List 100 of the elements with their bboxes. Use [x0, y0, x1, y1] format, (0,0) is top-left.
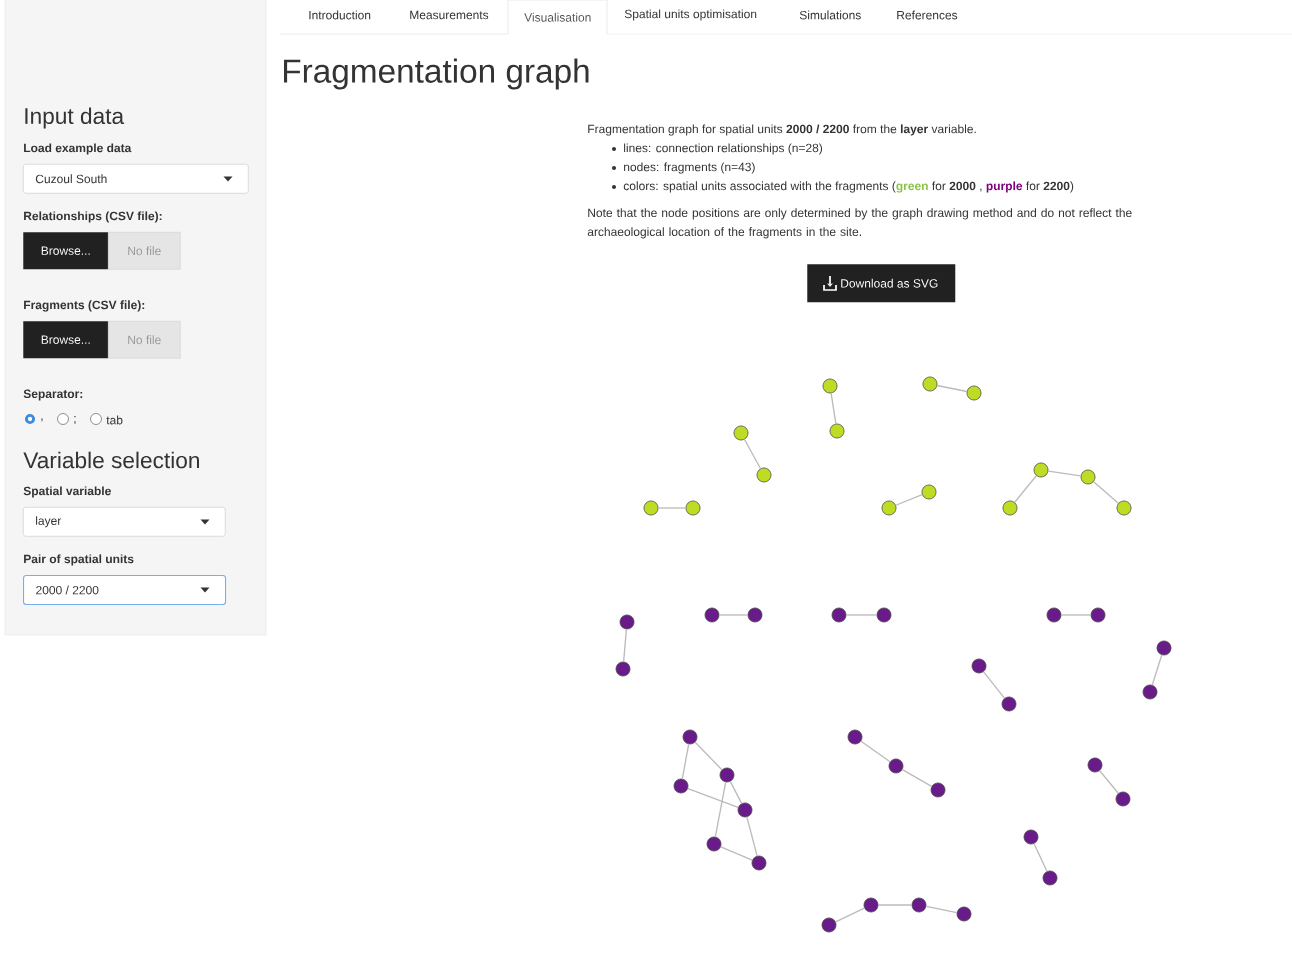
label: purple: [986, 181, 1023, 193]
connection-line: [936, 384, 968, 393]
fragment-node: [863, 897, 879, 913]
field-label: Fragments (CSV file):: [24, 300, 145, 312]
radio-label: ,: [41, 418, 43, 422]
fragment-node: [881, 500, 897, 516]
connection-line: [718, 614, 749, 616]
fragment-node: [1156, 640, 1172, 656]
tab-link: References: [897, 10, 958, 20]
fragment-node: [747, 607, 763, 623]
file-name-field: No file: [108, 232, 181, 270]
fragment-node: [966, 385, 982, 401]
fragment-node: [673, 778, 689, 794]
fragment-node: [737, 802, 753, 818]
field-label: Separator:: [23, 389, 83, 401]
label: green: [896, 183, 928, 193]
connection-line: [835, 907, 865, 923]
fragment-node: [847, 729, 863, 745]
fragment-node: [1090, 607, 1106, 623]
label: colors: spatial units associated with the fragments (: [623, 181, 896, 193]
tab-link: Spatial units optimisation: [624, 9, 757, 21]
bullet-item: lines: connection relationships (n=28): [624, 143, 823, 155]
connection-line: [877, 904, 913, 906]
field-label: Relationships (CSV file):: [24, 211, 162, 223]
fragment-node: [685, 500, 701, 516]
connection-line: [901, 769, 933, 787]
connection-line: [845, 614, 878, 616]
section-heading: Input data: [25, 107, 125, 129]
fragment-node: [1023, 829, 1039, 845]
note-text: Note that the node positions are only determined by the graph drawing method and do not reflect the archaeological location of the fragments in the site.: [587, 208, 1132, 239]
connection-line: [925, 905, 958, 914]
fragment-node: [719, 767, 735, 783]
connection-line: [982, 671, 1006, 699]
fragment-node: [1080, 469, 1096, 485]
fragment-node: [829, 423, 845, 439]
connection-line: [657, 507, 687, 509]
connection-line: [714, 781, 727, 838]
connection-line: [687, 787, 739, 809]
file-name-field: No file: [108, 321, 181, 359]
tab-link: Measurements: [410, 10, 489, 20]
fragment-node: [876, 607, 892, 623]
connection-line: [622, 628, 628, 663]
fragment-node: [1001, 696, 1017, 712]
fragment-node: [921, 484, 937, 500]
fragment-node: [1116, 500, 1132, 516]
fragment-node: [911, 897, 927, 913]
dropdown-menu: Cuzoul South: [23, 164, 249, 194]
browse-button: Browse...: [23, 321, 109, 359]
fragment-node: [1142, 684, 1158, 700]
fragment-node: [706, 836, 722, 852]
field-label: Pair of spatial units: [24, 554, 134, 566]
fragment-node: [615, 661, 631, 677]
fragment-node: [643, 500, 659, 516]
fragment-node: [1002, 500, 1018, 516]
fragment-node: [756, 467, 772, 483]
fragment-node: [682, 729, 698, 745]
connection-line: [1060, 614, 1092, 616]
connection-line: [743, 438, 762, 470]
bullet-item: nodes: fragments (n=43): [624, 162, 755, 174]
download-button: Download as SVG: [807, 264, 956, 303]
connection-line: [1033, 843, 1048, 872]
dropdown-menu: layer: [23, 507, 226, 537]
fragment-node: [704, 607, 720, 623]
fragment-node: [822, 378, 838, 394]
radio-label: ;: [74, 416, 76, 424]
connection-line: [1014, 475, 1037, 503]
connection-line: [1092, 481, 1120, 504]
fragment-node: [751, 855, 767, 871]
fragment-node: [831, 607, 847, 623]
connection-line: [729, 780, 743, 805]
fragment-node: [888, 758, 904, 774]
label: for 2000 ,: [932, 181, 982, 192]
label: for 2200): [1026, 181, 1074, 193]
fragment-node: [1033, 462, 1049, 478]
fragment-node: [956, 906, 972, 922]
bullet-item: colors: spatial units associated with the fragments (green for 2000 , purple for 2200): [623, 181, 1074, 193]
fragment-node: [619, 614, 635, 630]
browse-button: Browse...: [23, 232, 109, 270]
fragment-node: [1115, 791, 1131, 807]
fragment-node: [922, 376, 938, 392]
connection-line: [1151, 654, 1163, 686]
dropdown-menu: 2000 / 2200: [23, 575, 227, 606]
active-tab: Visualisation: [507, 0, 608, 35]
connection-line: [830, 392, 837, 425]
connection-line: [1047, 470, 1082, 477]
connection-line: [1099, 770, 1119, 794]
connection-line: [860, 740, 891, 763]
fragment-node: [821, 917, 837, 933]
connection-line: [895, 494, 923, 506]
connection-line: [746, 816, 758, 857]
connection-line: [681, 743, 690, 780]
fragment-node: [930, 782, 946, 798]
fragment-node: [971, 658, 987, 674]
connection-line: [694, 741, 723, 771]
tab-link: Simulations: [799, 10, 861, 20]
radio-label: tab: [106, 415, 123, 425]
fragment-node: [1042, 870, 1058, 886]
page-title: Fragmentation graph: [284, 58, 589, 90]
connection-line: [720, 846, 753, 861]
fragment-node: [1046, 607, 1062, 623]
